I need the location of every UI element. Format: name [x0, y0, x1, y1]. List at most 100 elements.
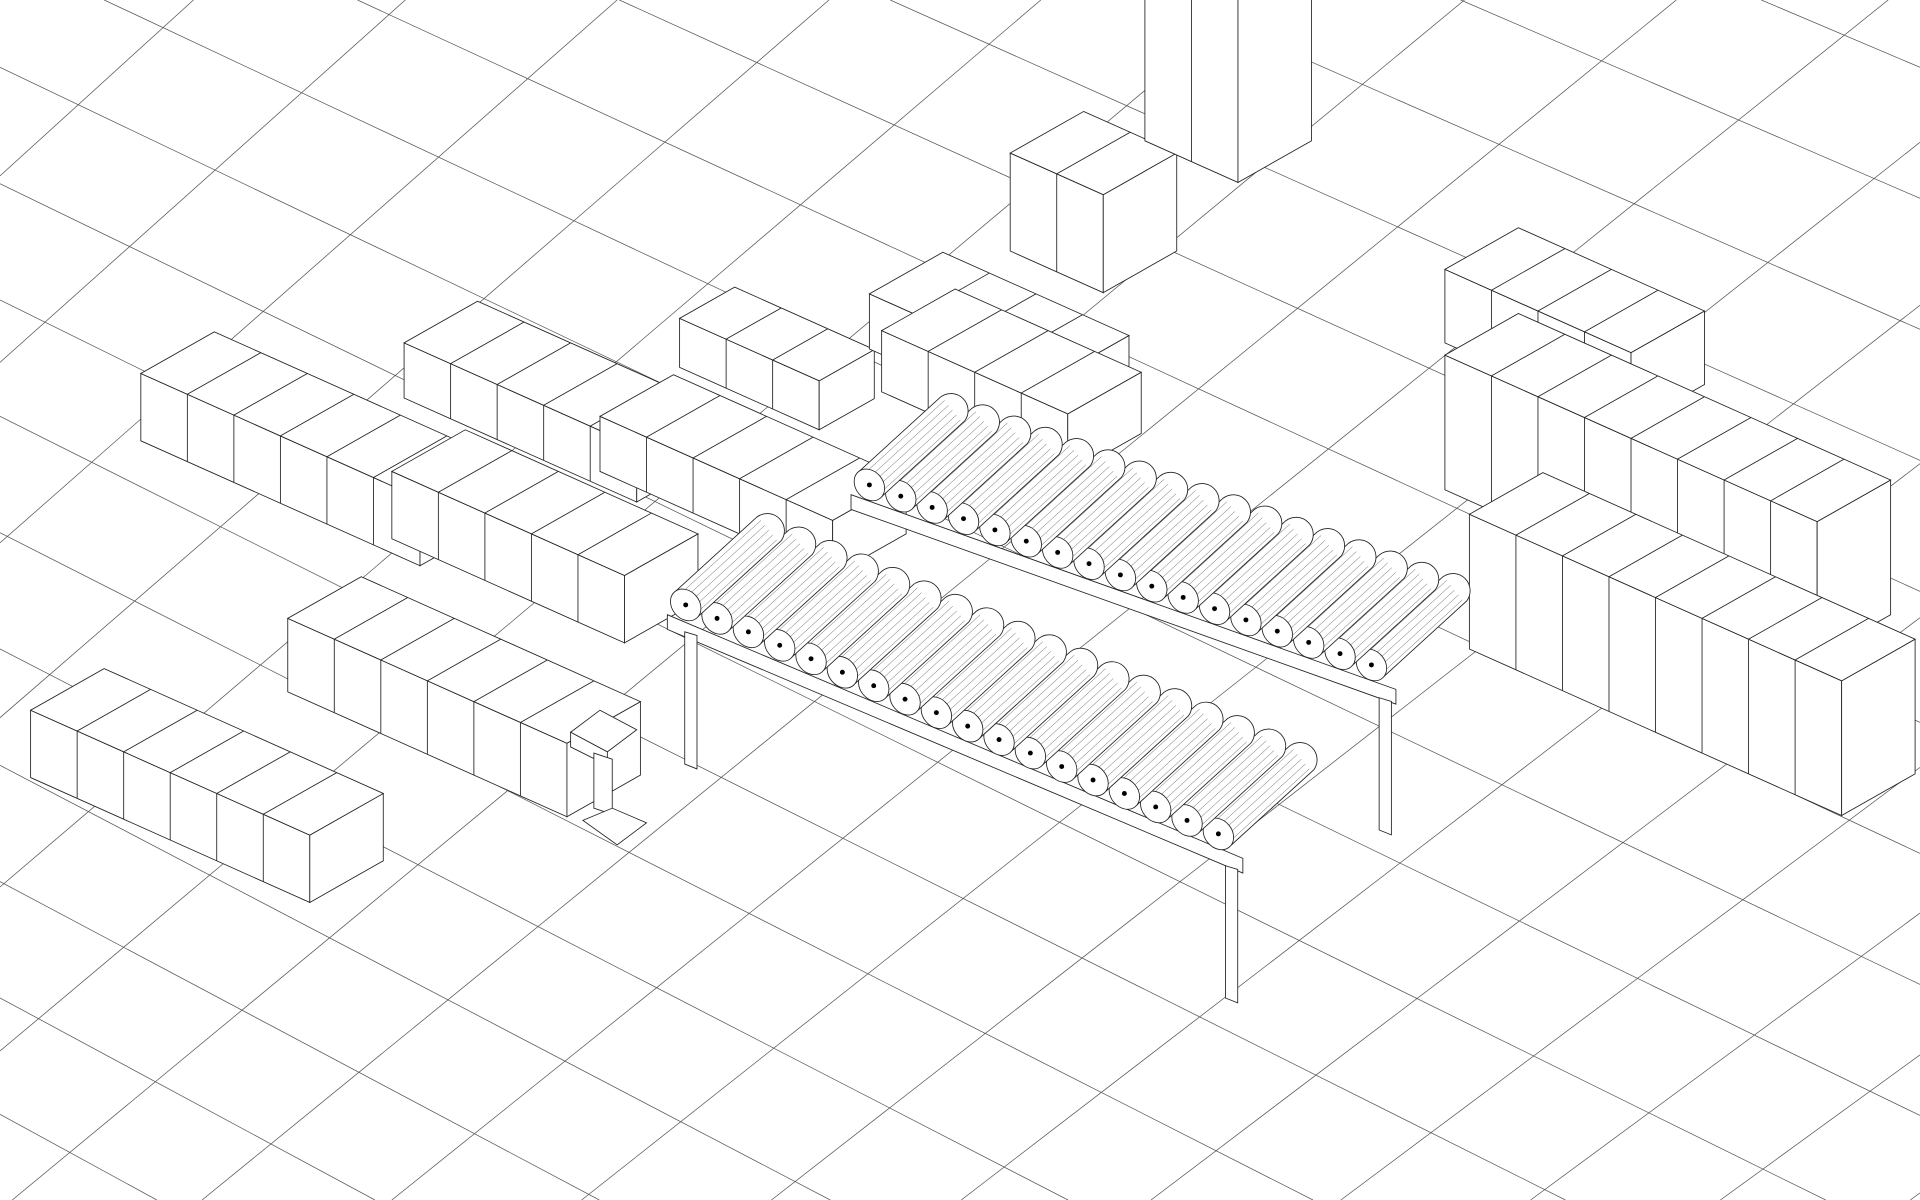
roller-line [1174, 512, 1259, 589]
roller-line [693, 539, 777, 616]
roller-line [1225, 768, 1310, 845]
roller-line [967, 448, 1051, 525]
roller-line [1339, 578, 1424, 655]
roller-line [1018, 456, 1102, 533]
grid-line [890, 0, 1920, 461]
roller-line [748, 556, 832, 634]
roller-line [842, 597, 926, 674]
roller-line [724, 553, 809, 630]
roller-line [1061, 691, 1145, 768]
roller-line [873, 414, 957, 492]
roller-axle [1086, 561, 1092, 567]
roller-line [1029, 471, 1114, 548]
box-edge [380, 617, 455, 734]
roller-line [834, 587, 918, 664]
roller-line [1218, 538, 1302, 615]
box-edge [76, 689, 151, 799]
roller-axle [898, 493, 904, 499]
roller-line [1375, 594, 1459, 672]
roller-line [928, 628, 1012, 705]
roller-axle [1212, 606, 1217, 612]
roller-body [1206, 742, 1318, 847]
roller-line [1143, 501, 1228, 578]
roller-line [1151, 511, 1236, 588]
roller-line [1124, 504, 1208, 582]
roller-body [919, 415, 1032, 520]
roller-line [818, 593, 903, 670]
roller-line [1131, 728, 1216, 805]
roller-axle [1121, 791, 1127, 796]
roller-line [877, 615, 961, 692]
box-edge [1515, 493, 1590, 670]
roller-line [849, 607, 934, 684]
grid-line [1340, 767, 1920, 1200]
roller-line [998, 664, 1083, 741]
roller-axle [839, 669, 845, 675]
roller-line [940, 642, 1024, 719]
grid-line [1761, 0, 1920, 68]
box-edge [123, 709, 198, 820]
roller-line [814, 588, 899, 665]
roller-axle [777, 642, 783, 648]
roller-line [959, 641, 1044, 718]
roller-line [1277, 556, 1361, 633]
roller-line [1347, 588, 1432, 665]
box-edge [437, 450, 513, 560]
roller-line [881, 620, 965, 697]
pedestal-column [593, 752, 613, 815]
roller-body [924, 620, 1036, 725]
roller-line [1151, 727, 1235, 804]
roller-line [1127, 509, 1212, 586]
roller-line [1120, 713, 1204, 790]
grid-line [1460, 0, 1920, 199]
roller-line [775, 565, 859, 642]
roller-line [1065, 696, 1149, 773]
roller-body [986, 647, 1099, 752]
roller-line [1155, 516, 1239, 593]
box-edge [772, 328, 828, 409]
roller-line [787, 580, 871, 657]
roller-line [908, 430, 992, 508]
roller-line [806, 579, 891, 656]
roller-line [1300, 557, 1385, 634]
roller-line [1006, 674, 1091, 751]
roller-line [865, 601, 950, 678]
roller-body [951, 426, 1063, 531]
roller-line [876, 419, 961, 496]
box-face [1237, 0, 1312, 184]
roller-line [1034, 683, 1118, 760]
roller-line [865, 405, 949, 482]
roller-line [1033, 475, 1118, 553]
roller-line [1057, 686, 1141, 763]
roller-axle [1059, 764, 1065, 769]
roller-line [1159, 736, 1243, 814]
roller-axle [745, 629, 751, 635]
roller-line [971, 656, 1055, 733]
roller-line [1053, 472, 1137, 549]
roller-axle [902, 696, 908, 702]
roller-line [959, 438, 1043, 516]
roller-line [1026, 673, 1110, 750]
roller-line [998, 459, 1083, 537]
roller-line [1331, 569, 1416, 646]
roller-line [771, 560, 856, 637]
roller-line [1022, 668, 1106, 745]
box-edge [692, 415, 767, 514]
roller-line [1253, 554, 1338, 631]
roller-line [1335, 573, 1420, 651]
roller-line [1002, 669, 1087, 746]
table-rail [666, 614, 1244, 874]
box-edge [326, 414, 401, 525]
box-edge [426, 638, 502, 755]
roller-line [1084, 695, 1169, 772]
grid-line [0, 881, 600, 1200]
roller-line [744, 552, 828, 629]
box-edge [279, 393, 355, 504]
roller-line [1112, 490, 1196, 567]
roller-line [802, 574, 887, 651]
roller-body [1296, 550, 1408, 655]
roller-line [1069, 701, 1153, 778]
roller-line [1030, 678, 1114, 755]
roller-axle [1243, 617, 1249, 623]
roller-line [943, 647, 1028, 724]
